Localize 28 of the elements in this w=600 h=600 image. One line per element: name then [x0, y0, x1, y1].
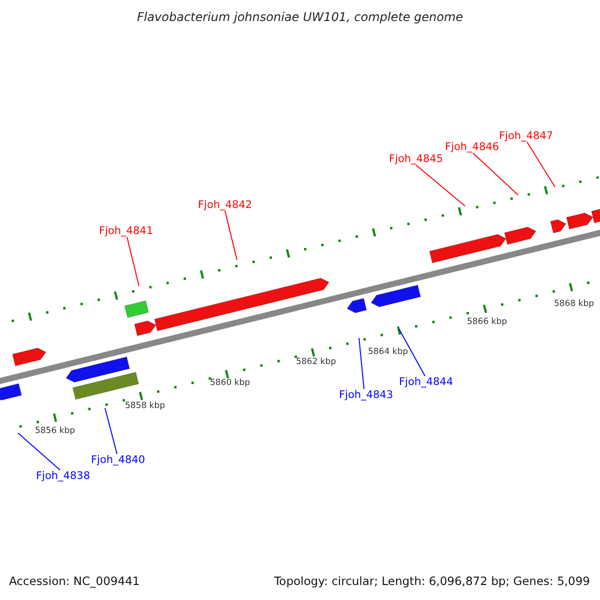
- leader-line: [526, 142, 556, 188]
- leader-line: [224, 210, 238, 260]
- scale-label: 5866 kbp: [466, 317, 508, 327]
- leader-line: [398, 328, 426, 376]
- footer-text: Topology: circular; Length: 6,096,872 bp; Genes: 5,099: [274, 574, 590, 588]
- leader-line: [358, 338, 364, 390]
- gene-label: Fjoh_4840: [91, 454, 145, 466]
- leader-line: [472, 152, 518, 196]
- gene-label: Fjoh_4847: [499, 130, 553, 142]
- scale-label: 5856 kbp: [34, 426, 76, 436]
- scale-label: 5868 kbp: [554, 299, 594, 309]
- leader-line: [126, 236, 140, 286]
- gene-label: Fjoh_4838: [36, 470, 90, 482]
- gene-label: Fjoh_4841: [99, 225, 153, 237]
- gene-label: Fjoh_4845: [389, 153, 443, 165]
- leader-line: [416, 164, 466, 206]
- leader-line: [18, 432, 60, 470]
- scale-label: 5860 kbp: [210, 378, 250, 388]
- leader-line: [104, 408, 118, 454]
- scale-label: 5862 kbp: [296, 357, 336, 367]
- chart-title: Flavobacterium johnsoniae UW101, complete genome: [136, 10, 464, 25]
- scale-label: 5858 kbp: [124, 401, 166, 411]
- gene-label: Fjoh_4844: [399, 376, 453, 388]
- footer-text: Accession: NC_009441: [9, 574, 140, 588]
- gene-label: Fjoh_4843: [339, 389, 393, 401]
- gene-label: Fjoh_4846: [445, 141, 499, 153]
- scale-label: 5864 kbp: [368, 347, 408, 357]
- gene-label: Fjoh_4842: [198, 199, 252, 211]
